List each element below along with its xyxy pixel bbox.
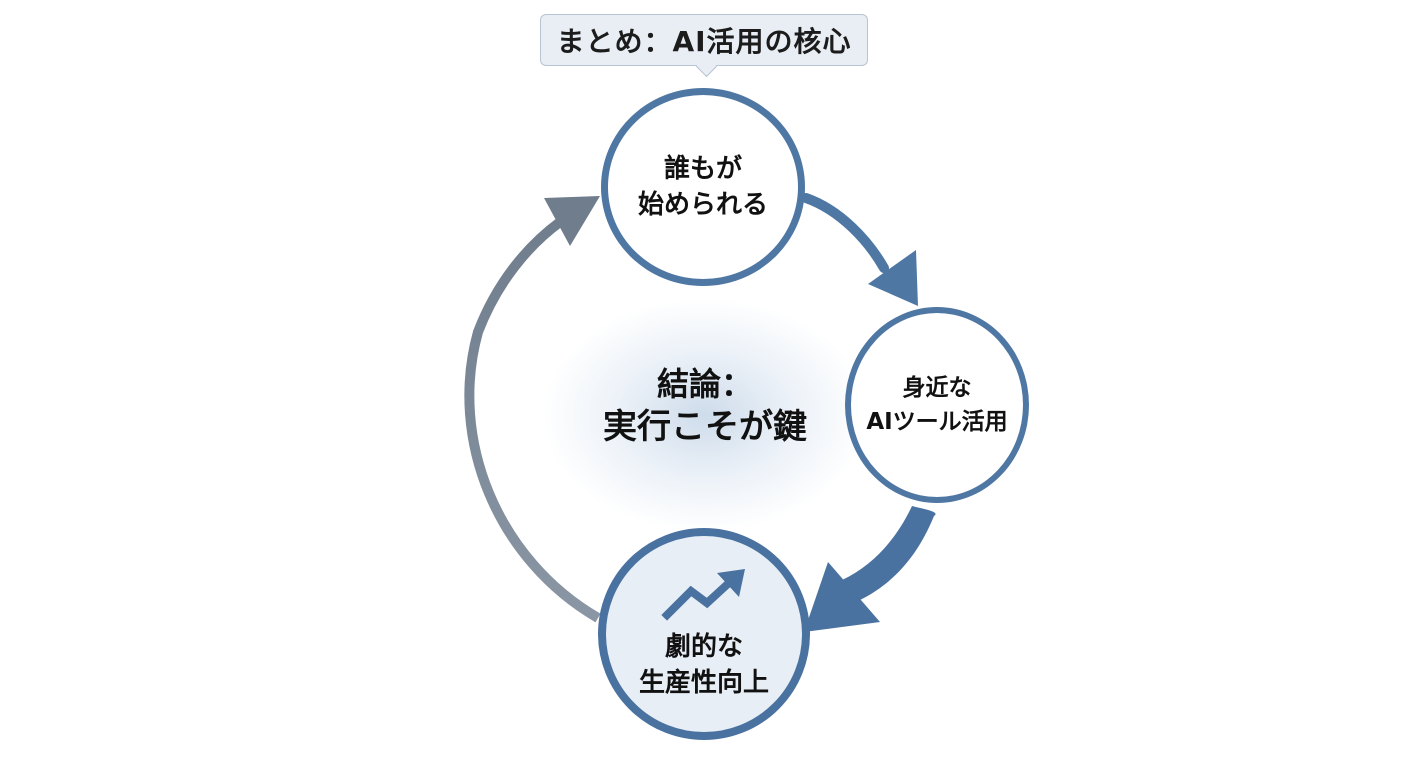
node-productivity-boost: 劇的な 生産性向上 [598,528,810,740]
return-arrow-3-to-1 [464,217,601,623]
node-1-line1: 誰もが [663,154,742,184]
arrowhead-1-to-2 [868,250,918,306]
node-2-line1: 身近な [902,375,972,401]
node-2-line2: AIツール活用 [866,409,1008,435]
summary-title-callout: まとめ：AI活用の核心 [540,14,868,78]
arrow-1-to-2 [801,193,889,273]
center-glow [545,300,865,530]
arrowhead-2-to-3 [804,562,880,632]
node-3-line1: 劇的な [664,632,743,662]
node-1-line2: 始められる [637,190,768,220]
arrow-2-to-3 [842,506,936,600]
summary-title: まとめ：AI活用の核心 [556,25,852,58]
trending-up-icon [661,569,745,621]
center-conclusion-statement: 実行こそが鍵 [603,407,807,447]
center-conclusion-label: 結論： [656,365,753,403]
center-conclusion: 結論： 実行こそが鍵 [555,364,855,450]
node-3-line2: 生産性向上 [638,668,769,698]
return-arrowhead [544,196,600,246]
node-familiar-ai-tools: 身近な AIツール活用 [845,307,1029,503]
node-anyone-can-start: 誰もが 始められる [601,88,805,286]
